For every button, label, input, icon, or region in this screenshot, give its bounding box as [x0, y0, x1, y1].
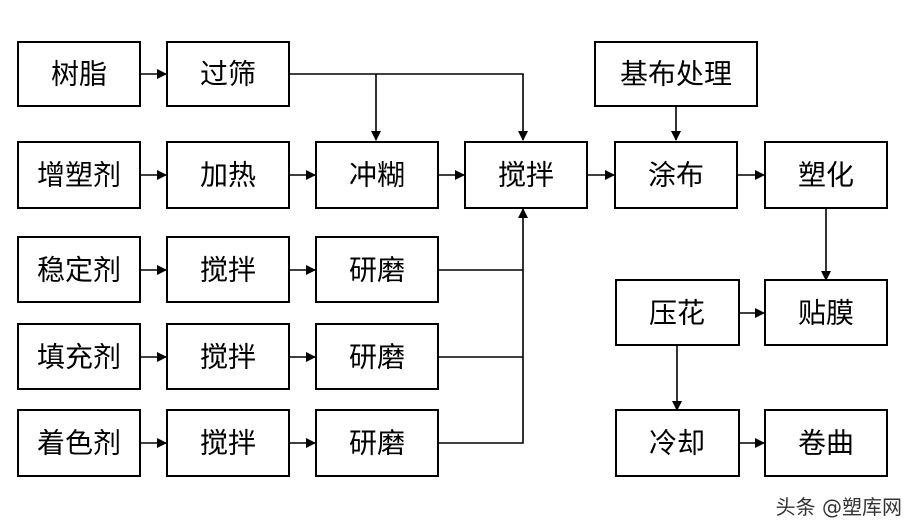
node-paste: 冲糊: [315, 141, 439, 209]
node-label: 着色剂: [37, 427, 121, 460]
node-label: 卷曲: [798, 427, 854, 460]
edge-sieve-paste: [289, 73, 381, 141]
node-heat: 加热: [166, 141, 290, 209]
node-label: 稳定剂: [37, 254, 121, 287]
watermark: 头条 @塑库网: [775, 495, 902, 519]
node-base-treatment: 基布处理: [594, 41, 758, 107]
node-emboss: 压花: [615, 279, 740, 346]
node-label: 涂布: [648, 159, 704, 192]
node-plasticize: 塑化: [764, 141, 888, 209]
edges: [140, 69, 831, 448]
node-stabilizer: 稳定剂: [17, 236, 141, 303]
node-label: 搅拌: [498, 159, 554, 192]
node-grind-stabilizer: 研磨: [315, 236, 439, 303]
edge-grind-collector: [438, 209, 523, 444]
node-label: 填充剂: [37, 341, 121, 374]
node-label: 冲糊: [349, 159, 405, 192]
node-mix-main: 搅拌: [464, 141, 588, 209]
node-label: 树脂: [51, 58, 107, 91]
node-label: 增塑剂: [37, 159, 121, 192]
node-label: 贴膜: [798, 297, 854, 330]
node-colorant: 着色剂: [17, 409, 141, 477]
node-mix-colorant: 搅拌: [166, 409, 290, 477]
node-laminate: 贴膜: [764, 279, 888, 346]
node-plasticizer: 增塑剂: [17, 141, 141, 209]
node-mix-stabilizer: 搅拌: [166, 236, 290, 303]
node-label: 研磨: [349, 254, 405, 287]
node-grind-colorant: 研磨: [315, 409, 439, 477]
node-resin: 树脂: [17, 41, 141, 107]
node-filler: 填充剂: [17, 323, 141, 390]
node-sieve: 过筛: [166, 41, 290, 107]
node-label: 压花: [649, 297, 705, 330]
node-label: 基布处理: [620, 58, 732, 91]
edge-sieve-mix: [376, 73, 528, 141]
node-label: 塑化: [798, 159, 854, 192]
node-label: 搅拌: [200, 427, 256, 460]
node-mix-filler: 搅拌: [166, 323, 290, 390]
node-label: 冷却: [649, 427, 705, 460]
node-label: 搅拌: [200, 254, 256, 287]
node-label: 研磨: [349, 341, 405, 374]
node-cool: 冷却: [615, 409, 740, 477]
node-roll: 卷曲: [764, 409, 888, 477]
node-label: 过筛: [200, 58, 256, 91]
node-label: 搅拌: [200, 341, 256, 374]
node-grind-filler: 研磨: [315, 323, 439, 390]
node-coat: 涂布: [614, 141, 738, 209]
node-label: 研磨: [349, 427, 405, 460]
node-label: 加热: [200, 159, 256, 192]
